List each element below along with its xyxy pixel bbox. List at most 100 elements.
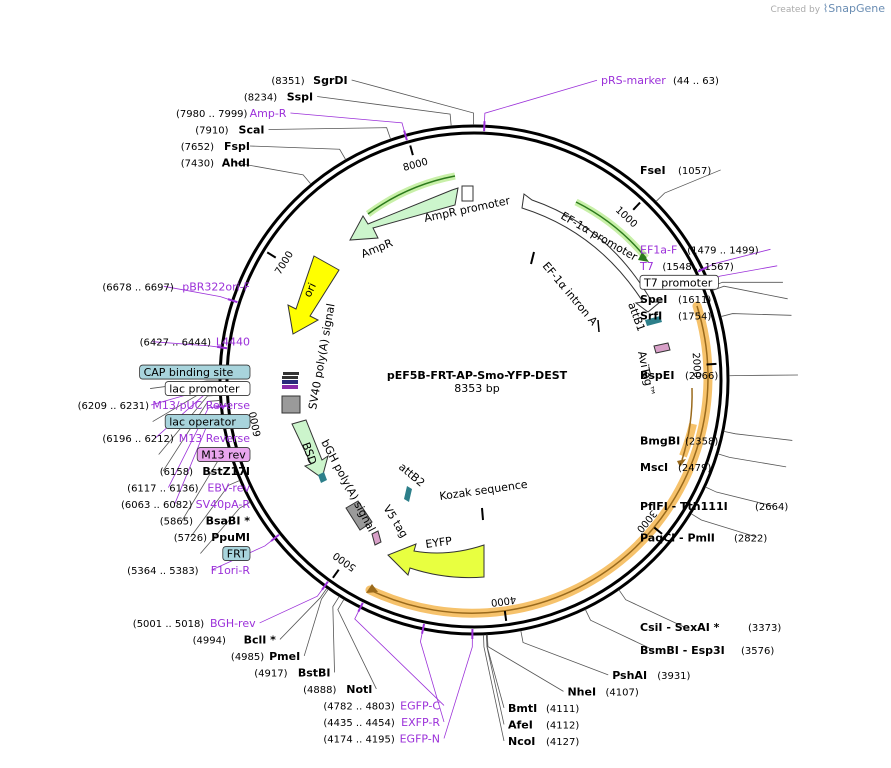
site-label[interactable]: FRT	[222, 546, 251, 561]
primer-marker	[270, 533, 280, 542]
site-leader	[655, 169, 721, 202]
tick-label: 4000	[490, 593, 517, 607]
site-leader	[618, 589, 685, 628]
site-label[interactable]: SpeI(1611)	[640, 293, 711, 306]
frt-marker	[318, 472, 327, 483]
site-box-label: lac promoter	[169, 383, 240, 396]
site-label[interactable]: T7(1548 .. 1567)	[639, 260, 734, 273]
primer-marker	[227, 298, 238, 304]
site-label[interactable]: PpuMI(5726)	[174, 531, 250, 544]
site-position: (6117 .. 6136)	[127, 484, 199, 495]
site-label[interactable]: CsiI - SexAI *(3373)	[640, 621, 781, 634]
v5-tag-box	[371, 530, 382, 546]
site-label[interactable]: EGFP-C(4782 .. 4803)	[323, 699, 440, 712]
site-label[interactable]: BsaBI *(5865)	[160, 515, 251, 528]
ef1a-intron-mark	[530, 251, 535, 265]
site-position: (6063 .. 6082)	[121, 500, 193, 511]
site-label[interactable]: FseI(1057)	[640, 164, 711, 177]
site-name: L4440	[216, 336, 250, 349]
site-label[interactable]: BspEI(2066)	[640, 369, 718, 382]
site-label[interactable]: SgrDI(8351)	[271, 74, 347, 87]
site-leader	[249, 145, 347, 160]
site-position: (5726)	[174, 533, 207, 544]
site-position: (2358)	[685, 436, 718, 447]
site-label[interactable]: SspI(8234)	[244, 91, 313, 104]
site-position: (8351)	[271, 76, 304, 87]
site-label[interactable]: SV40pA-R(6063 .. 6082)	[121, 498, 250, 511]
site-label[interactable]: T7 promoter	[639, 274, 719, 290]
site-label[interactable]: BclI *(4994)	[193, 633, 277, 646]
site-label[interactable]: M13/pUC Reverse(6209 .. 6231)	[78, 399, 251, 412]
site-label[interactable]: PflFI - Tth111I(2664)	[640, 500, 788, 513]
site-label[interactable]: BmtI(4111)	[508, 702, 579, 715]
site-label[interactable]: BstZ17I(6158)	[160, 465, 250, 478]
site-name: NotI	[346, 683, 372, 696]
site-name: PaqCI - PmlI	[640, 531, 715, 544]
site-label[interactable]: PshAI(3931)	[612, 669, 690, 682]
site-label[interactable]: NcoI(4127)	[508, 735, 579, 748]
site-label[interactable]: pBR322ori-F(6678 .. 6697)	[102, 280, 250, 293]
site-label[interactable]: FspI(7652)	[181, 140, 250, 153]
site-label[interactable]: AhdI(7430)	[181, 157, 250, 170]
site-leader	[443, 634, 473, 739]
site-leader	[711, 281, 783, 288]
site-label[interactable]: PaqCI - PmlI(2822)	[640, 531, 767, 544]
site-label[interactable]: NotI (4888)	[303, 683, 372, 696]
site-label[interactable]: BsmBI - Esp3I(3576)	[640, 644, 774, 657]
site-leader	[483, 634, 505, 741]
site-label[interactable]: SrfI(1754)	[640, 309, 711, 322]
bsd-arrow	[291, 419, 329, 479]
site-label[interactable]: PmeI(4985)	[231, 650, 300, 663]
site-name: M13/pUC Reverse	[152, 399, 250, 412]
site-name: PshAI	[612, 669, 647, 682]
site-label[interactable]: BstBI(4917)	[254, 666, 330, 679]
site-name: FspI	[224, 140, 250, 153]
site-name: BspEI	[640, 369, 674, 382]
tick-label: 2000	[690, 352, 703, 378]
site-label[interactable]: lac promoter	[164, 381, 251, 396]
site-leader	[268, 127, 391, 140]
attb1-box	[645, 316, 662, 326]
primer-marker	[357, 602, 364, 613]
site-label[interactable]: M13 Reverse(6196 .. 6212)	[102, 432, 250, 445]
site-position: (5865)	[160, 517, 193, 528]
site-position: (3373)	[748, 623, 781, 634]
site-label[interactable]: M13 rev	[196, 447, 251, 462]
site-label[interactable]: EF1a-F(1479 .. 1499)	[640, 243, 759, 256]
site-label[interactable]: CAP binding site	[139, 364, 251, 380]
site-label[interactable]: EBV-rev(6117 .. 6136)	[127, 482, 250, 495]
feature-label-ori: ori	[301, 281, 319, 300]
site-label[interactable]: lac operator	[164, 414, 251, 429]
site-name: Amp-R	[250, 107, 287, 120]
site-box	[164, 414, 251, 429]
site-label[interactable]: ScaI(7910)	[195, 124, 264, 137]
site-label[interactable]: NheI(4107)	[567, 685, 638, 698]
ampr-promoter-arrow	[461, 185, 474, 202]
avitag-box	[653, 342, 671, 354]
site-position: (4888)	[303, 685, 336, 696]
site-label[interactable]: AfeI(4112)	[508, 718, 579, 731]
site-label[interactable]: BmgBI(2358)	[640, 434, 718, 447]
tick-label: 6000	[248, 410, 264, 437]
site-name: NheI	[567, 685, 596, 698]
primer-marker	[216, 345, 228, 350]
site-leader	[303, 589, 329, 657]
site-position: (1611)	[678, 295, 711, 306]
primer-marker	[697, 266, 708, 273]
site-leader	[723, 430, 793, 441]
site-label[interactable]: L4440(6427 .. 6444)	[140, 336, 250, 349]
site-position: (5364 .. 5383)	[127, 566, 199, 577]
site-name: AfeI	[508, 718, 533, 731]
site-label[interactable]: EGFP-N(4174 .. 4195)	[323, 732, 440, 745]
site-label[interactable]: pRS-marker(44 .. 63)	[601, 74, 719, 87]
snapgene-logo: ⌇SnapGene	[822, 2, 885, 15]
site-label[interactable]: MscI(2479)	[640, 461, 711, 474]
site-position: (4985)	[231, 652, 264, 663]
site-label[interactable]: BGH-rev(5001 .. 5018)	[133, 617, 256, 630]
site-label[interactable]: Amp-R(7980 .. 7999)	[176, 107, 287, 120]
site-label[interactable]: F1ori-R(5364 .. 5383)	[127, 564, 250, 577]
site-position: (6158)	[160, 467, 193, 478]
site-label[interactable]: EXFP-R(4435 .. 4454)	[323, 716, 440, 729]
tick-mark	[266, 251, 277, 259]
primer-marker	[216, 404, 227, 408]
